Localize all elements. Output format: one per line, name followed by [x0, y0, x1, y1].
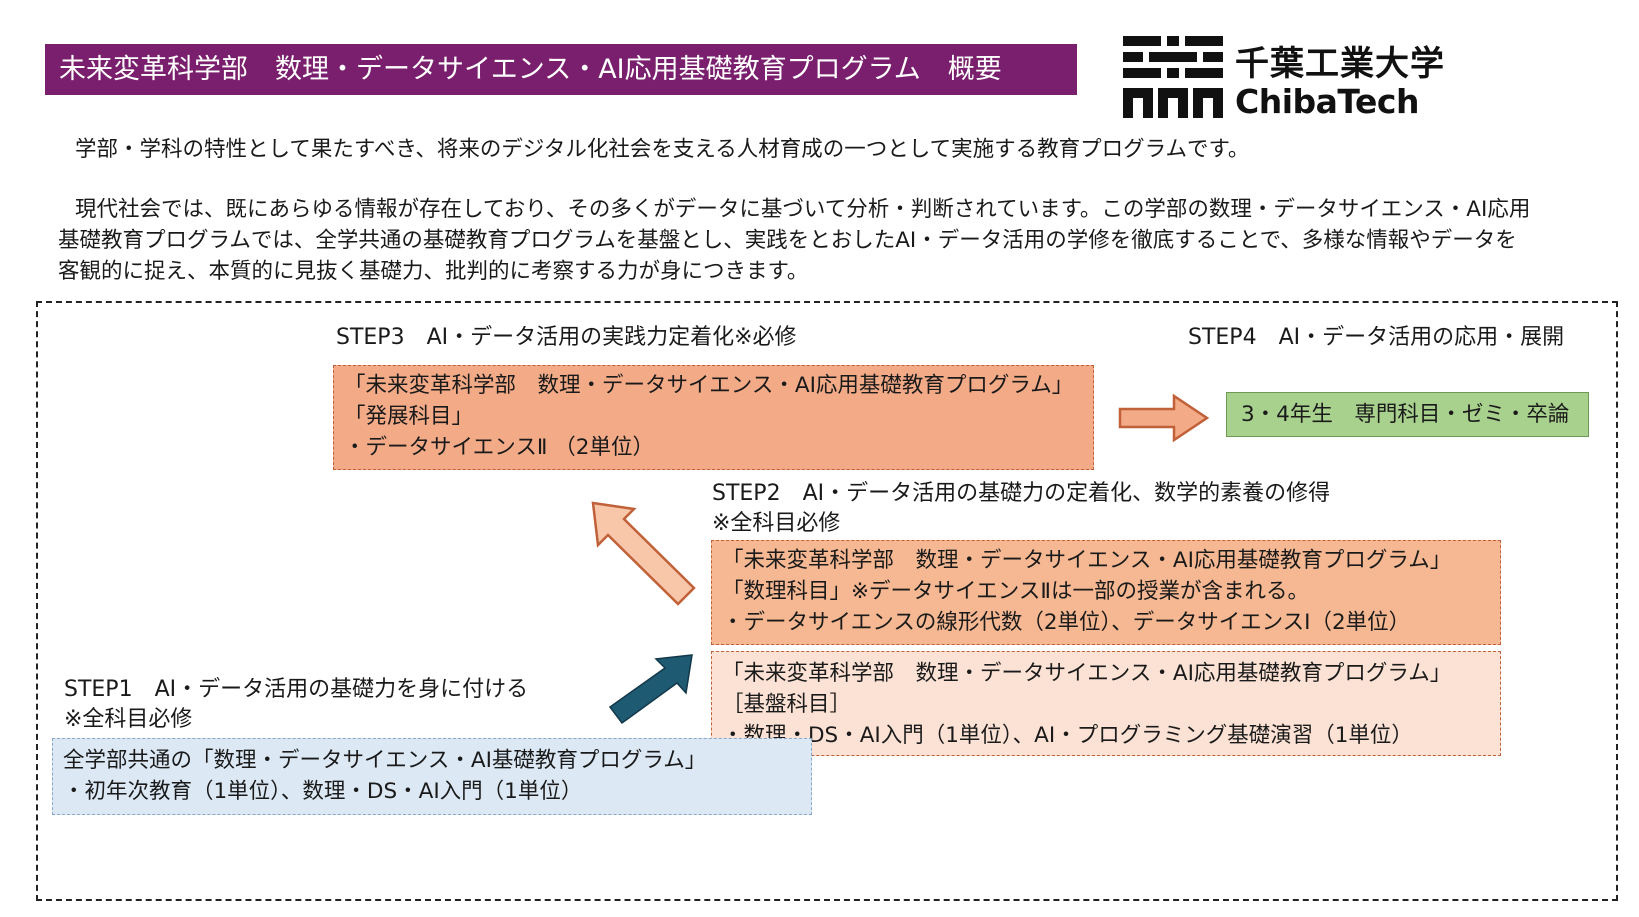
page-title: 未来変革科学部 数理・データサイエンス・AI応用基礎教育プログラム 概要	[45, 44, 1077, 95]
step2-title-line-2: ※全科目必修	[712, 511, 841, 536]
logo-name-ja: 千葉工業大学	[1235, 44, 1445, 84]
university-logo: 千葉工業大学 ChibaTech	[1123, 36, 1463, 126]
arrow-up-left-icon	[591, 501, 696, 606]
step3-box-line-3: ・データサイエンスⅡ （2単位）	[344, 435, 654, 460]
step3-box-line-1: 「未来変革科学部 数理・データサイエンス・AI応用基礎教育プログラム」	[344, 373, 1074, 398]
step2-math-box-line-2: 「数理科目」※データサイエンスⅡは一部の授業が含まれる。	[722, 579, 1309, 604]
logo-name-en: ChibaTech	[1235, 82, 1419, 121]
chibatech-mark-icon	[1123, 36, 1223, 118]
step1-title-line-2: ※全科目必修	[64, 707, 193, 732]
intro-para2-line-3: 客観的に捉え、本質的に見抜く基礎力、批判的に考察する力が身につきます。	[58, 259, 809, 284]
step2-title-line-1: STEP2 AI・データ活用の基礎力の定着化、数学的素養の修得	[712, 481, 1331, 506]
step4-box: 3・4年生 専門科目・ゼミ・卒論	[1226, 392, 1589, 437]
arrow-right-icon	[1118, 393, 1210, 443]
intro-para2-line-1: 現代社会では、既にあらゆる情報が存在しており、その多くがデータに基づいて分析・判…	[75, 197, 1531, 222]
step2-math-box-line-3: ・データサイエンスの線形代数（2単位）、データサイエンスⅠ（2単位）	[722, 610, 1411, 635]
step2-foundation-box-line-3: ・数理・DS・AI入門（1単位）、AI・プログラミング基礎演習（1単位）	[722, 723, 1413, 748]
intro-line-1: 学部・学科の特性として果たすべき、将来のデジタル化社会を支える人材育成の一つとし…	[75, 137, 1250, 162]
step1-box-line-2: ・初年次教育（1単位）、数理・DS・AI入門（1単位）	[63, 779, 583, 804]
arrow-up-right-icon	[608, 654, 693, 725]
step1-title-line-1: STEP1 AI・データ活用の基礎力を身に付ける	[64, 677, 529, 702]
step2-math-box-line-1: 「未来変革科学部 数理・データサイエンス・AI応用基礎教育プログラム」	[722, 548, 1452, 573]
step4-title: STEP4 AI・データ活用の応用・展開	[1188, 325, 1565, 350]
step2-foundation-box-line-1: 「未来変革科学部 数理・データサイエンス・AI応用基礎教育プログラム」	[722, 661, 1452, 686]
step1-box: 全学部共通の「数理・データサイエンス・AI基礎教育プログラム」 ・初年次教育（1…	[52, 738, 812, 815]
step2-foundation-box-line-2: ［基盤科目］	[722, 692, 852, 717]
program-flow-frame	[36, 301, 1618, 901]
intro-para2-line-2: 基礎教育プログラムでは、全学共通の基礎教育プログラムを基盤とし、実践をとおしたA…	[58, 228, 1517, 253]
step3-box: 「未来変革科学部 数理・データサイエンス・AI応用基礎教育プログラム」 「発展科…	[333, 365, 1094, 470]
step1-box-line-1: 全学部共通の「数理・データサイエンス・AI基礎教育プログラム」	[63, 748, 707, 773]
step3-box-line-2: 「発展科目」	[344, 404, 474, 429]
step2-math-box: 「未来変革科学部 数理・データサイエンス・AI応用基礎教育プログラム」 「数理科…	[711, 540, 1501, 645]
step3-title: STEP3 AI・データ活用の実践力定着化※必修	[336, 325, 797, 350]
step2-foundation-box: 「未来変革科学部 数理・データサイエンス・AI応用基礎教育プログラム」 ［基盤科…	[711, 651, 1501, 756]
